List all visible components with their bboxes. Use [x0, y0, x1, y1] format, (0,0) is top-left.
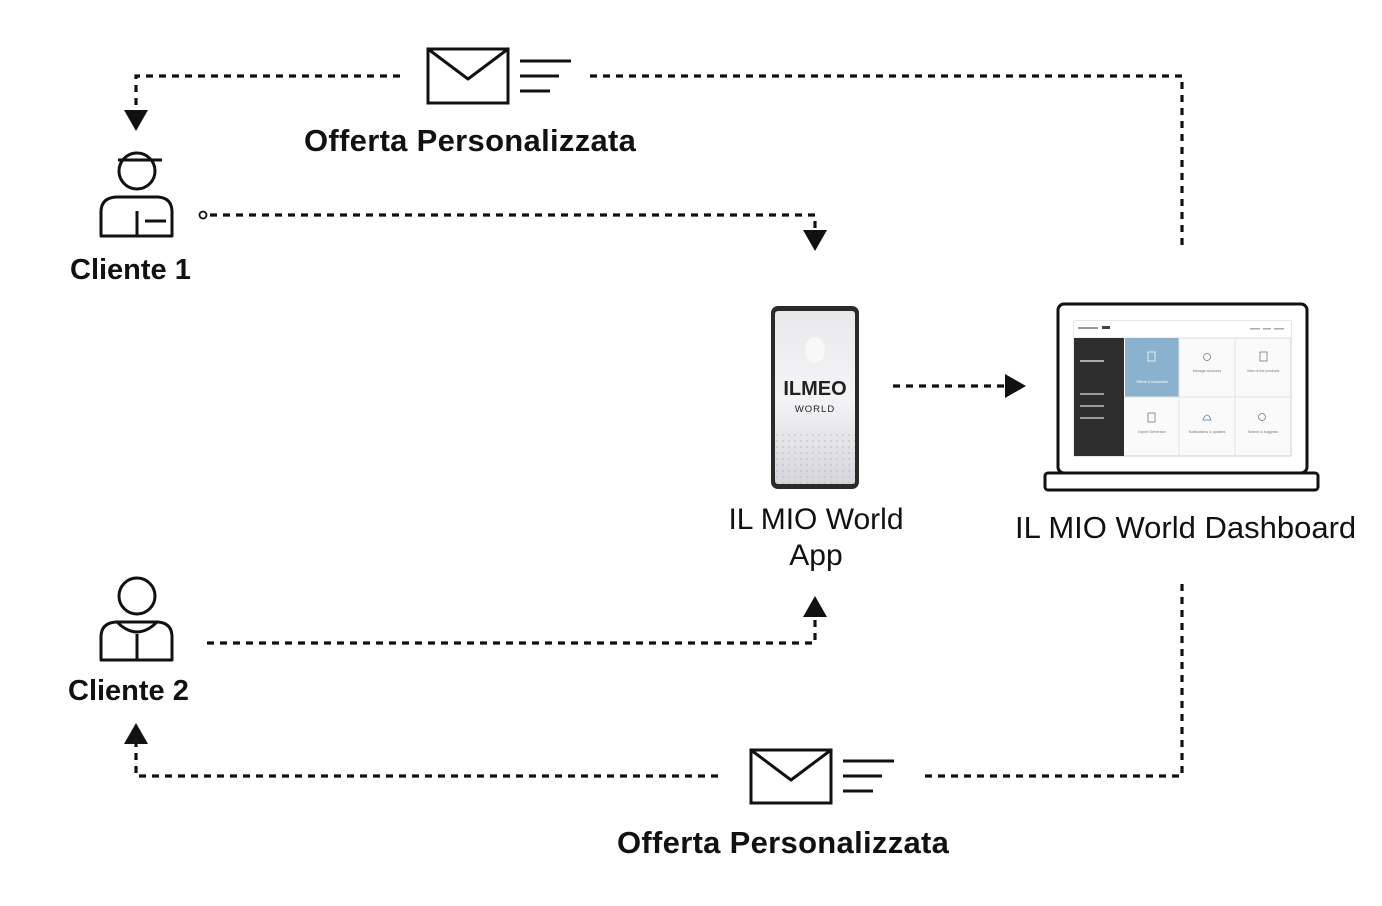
- dashboard-label: IL MIO World Dashboard: [1015, 510, 1357, 545]
- envelope-icon: [749, 748, 894, 805]
- connector-start-dot: [198, 210, 208, 220]
- phone-logo-main: ILMEO: [783, 378, 846, 400]
- offer-label-bottom: Offerta Personalizzata: [617, 825, 950, 860]
- arrowhead-client2: [124, 723, 148, 744]
- arrowhead-client1: [124, 110, 148, 131]
- laptop-tile-label: Manage accounts: [1193, 369, 1222, 373]
- laptop-tile-label: Notifications & updates: [1189, 430, 1226, 434]
- connector-client1-to-app: [210, 213, 817, 230]
- connector-offer-bottom-to-client2: [134, 744, 718, 778]
- person-icon: [99, 576, 174, 662]
- smartphone-icon: ILMEO WORLD: [771, 306, 859, 489]
- client2-label: Cliente 2: [68, 675, 189, 707]
- laptop-tile-label: Export Generator: [1138, 430, 1166, 434]
- connector-client2-to-app: [207, 617, 817, 645]
- connector-offer-top-to-client1: [134, 74, 400, 110]
- arrowhead-dashboard: [1005, 374, 1026, 398]
- app-label-line2: App: [789, 539, 843, 572]
- laptop-tile-label: Search & suggests: [1248, 430, 1278, 434]
- phone-logo-sub: WORLD: [795, 404, 835, 415]
- app-label: IL MIO World App: [716, 502, 916, 574]
- connector-dashboard-to-offer-bottom: [920, 584, 1184, 778]
- arrowhead-app-top: [803, 230, 827, 251]
- client1-label: Cliente 1: [70, 254, 191, 286]
- offer-label-top: Offerta Personalizzata: [304, 123, 637, 158]
- connector-dashboard-to-offer-top: [585, 74, 1184, 245]
- arrowhead-app-bottom: [803, 596, 827, 617]
- laptop-icon: Offerte & Newsletter Manage accounts Vie…: [1043, 302, 1320, 492]
- person-with-cap-icon: [99, 151, 174, 238]
- laptop-tile-label: View of the products: [1247, 369, 1280, 373]
- envelope-icon: [426, 47, 571, 105]
- laptop-tile-label: Offerte & Newsletter: [1136, 380, 1169, 384]
- connectors: [124, 74, 1184, 778]
- app-label-line1: IL MIO World: [728, 503, 904, 536]
